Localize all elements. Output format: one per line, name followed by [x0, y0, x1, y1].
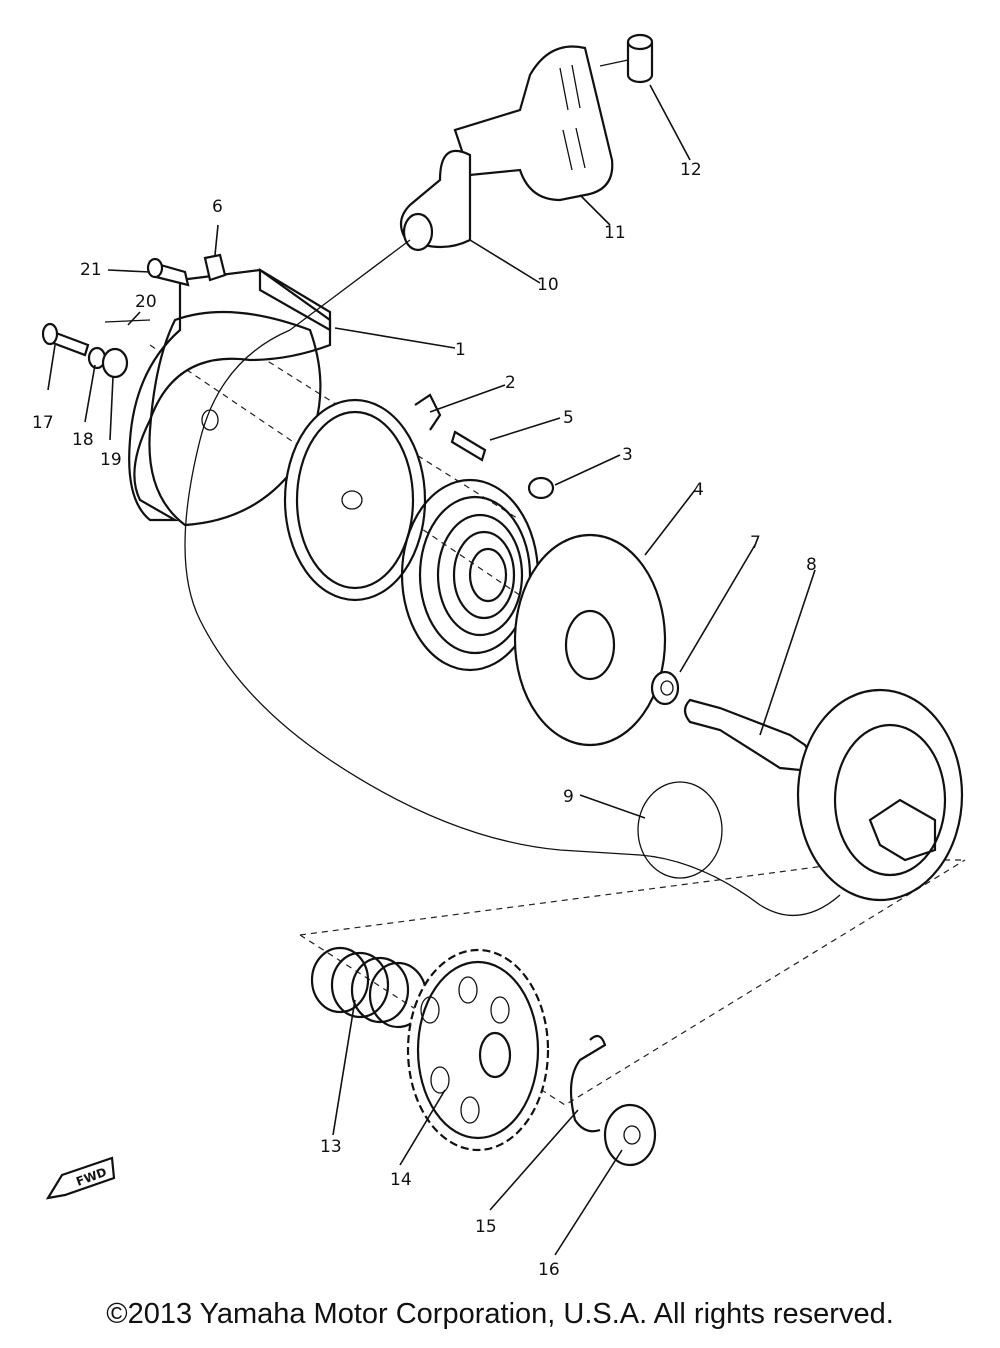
part-10-rope-guide [399, 149, 472, 252]
callout-1: 1 [455, 340, 466, 360]
callout-21: 21 [80, 260, 102, 280]
callout-12: 12 [680, 160, 702, 180]
part-11-t-handle [453, 45, 614, 202]
callout-9: 9 [563, 787, 574, 807]
part-15-clip [569, 1034, 607, 1133]
copyright-notice: ©2013 Yamaha Motor Corporation, U.S.A. A… [106, 1298, 894, 1330]
callout-2: 2 [505, 373, 516, 393]
fwd-arrow-icon: FWD [45, 1156, 116, 1200]
callout-10: 10 [537, 275, 559, 295]
callout-4: 4 [693, 480, 704, 500]
part-1-starter-case [128, 268, 332, 527]
callout-labels: 1 2 3 4 5 6 7 8 9 10 11 12 13 14 15 16 1… [32, 160, 817, 1280]
callout-13: 13 [320, 1137, 342, 1157]
callout-17: 17 [32, 413, 54, 433]
callout-19: 19 [100, 450, 122, 470]
callout-11: 11 [604, 223, 626, 243]
callout-18: 18 [72, 430, 94, 450]
callout-6: 6 [212, 197, 223, 217]
callout-3: 3 [622, 445, 633, 465]
part-2-pulley [283, 393, 442, 602]
callout-8: 8 [806, 555, 817, 575]
callout-16: 16 [538, 1260, 560, 1280]
part-13-spring [310, 946, 428, 1029]
part-8-shaft [683, 698, 811, 772]
part-3-spiral-spring [400, 476, 555, 672]
drive-pulley [796, 688, 964, 902]
callout-7: 7 [750, 533, 761, 553]
part-9-rope [184, 239, 841, 917]
part-14-gear [406, 948, 550, 1152]
recoil-starter-exploded-diagram: 1 2 3 4 5 6 7 8 9 10 11 12 13 14 15 16 1… [32, 33, 966, 1280]
part-4-plate [513, 533, 667, 747]
callout-5: 5 [563, 408, 574, 428]
callout-15: 15 [475, 1217, 497, 1237]
leader-lines [47, 84, 816, 1256]
part-16-washer [603, 1103, 657, 1167]
callout-20: 20 [135, 292, 157, 312]
part-12-handle-pin [599, 33, 654, 84]
part-7-collar [650, 670, 680, 706]
callout-14: 14 [390, 1170, 412, 1190]
hardware-parts [41, 253, 487, 462]
